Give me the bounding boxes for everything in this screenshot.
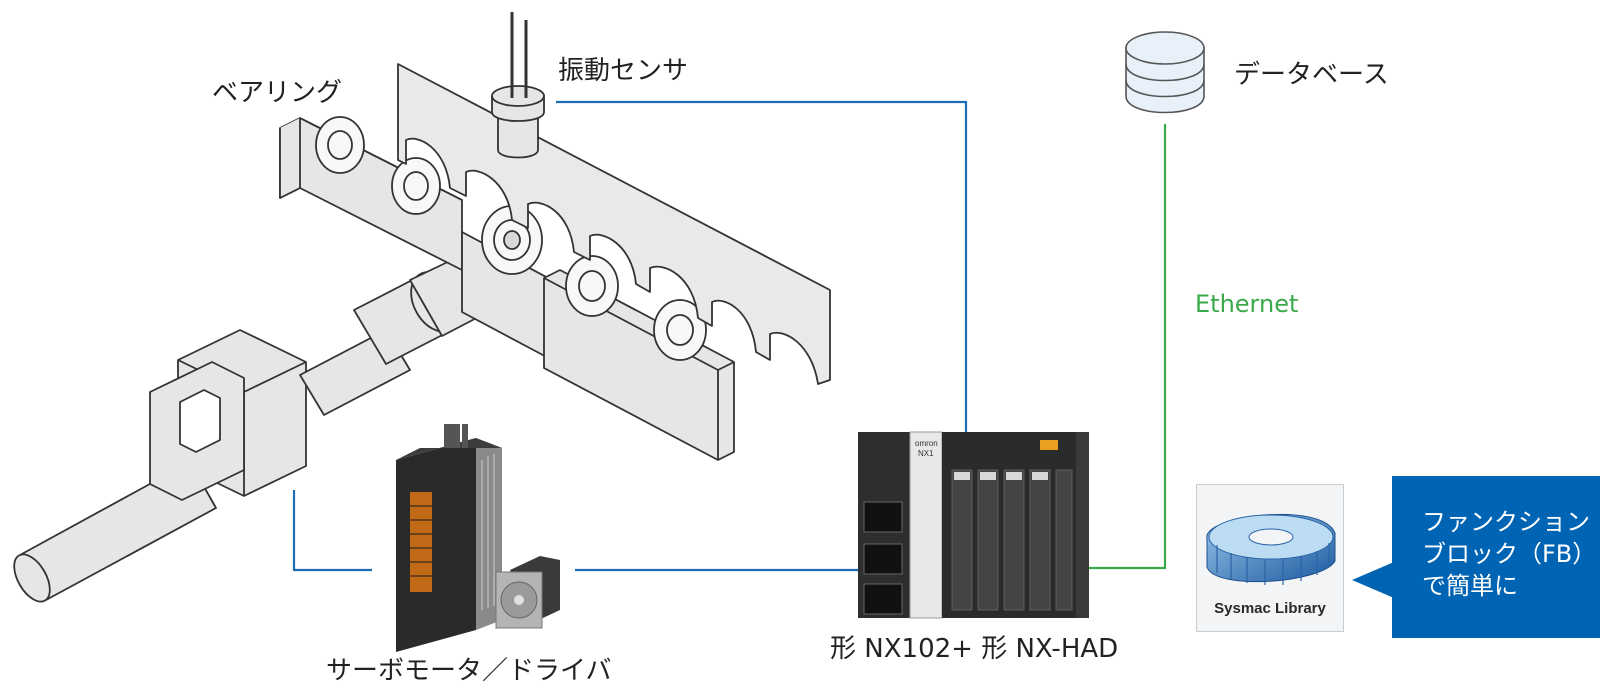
callout-line-3: で簡単に — [1422, 572, 1518, 600]
sysmac-library-text: Sysmac Library — [1214, 600, 1326, 617]
servo-drive-image — [396, 424, 502, 652]
sensor-to-controller-line — [556, 100, 968, 432]
vibration-sensor-label: 振動センサ — [558, 56, 689, 86]
servo-feedback-line — [292, 490, 372, 572]
servo-motor-image — [495, 556, 560, 629]
database-label: データベース — [1234, 60, 1389, 90]
bearing-set — [315, 116, 707, 361]
bearing-label: ベアリング — [212, 78, 343, 108]
callout-pointer — [1352, 562, 1394, 598]
ethernet-label: Ethernet — [1195, 290, 1299, 318]
callout-line-1: ファンクション — [1422, 508, 1590, 536]
ethernet-line — [1089, 124, 1167, 570]
fb-callout: ファンクション ブロック（FB） で簡単に — [1392, 476, 1600, 638]
device-brand-text: omron — [915, 439, 938, 448]
connection-lines — [292, 100, 1167, 572]
sysmac-library-tile: Sysmac Library — [1196, 484, 1344, 632]
database-icon — [1125, 31, 1205, 114]
controller-label: 形 NX102+ 形 NX-HAD — [830, 634, 1119, 664]
device-model-text: NX1 — [918, 449, 934, 458]
gear-icon — [1206, 513, 1336, 585]
servo-label: サーボモータ／ドライバ — [326, 656, 612, 686]
controller-image: omron NX1 — [858, 431, 1089, 619]
callout-line-2: ブロック（FB） — [1422, 540, 1597, 568]
machine-illustration — [13, 12, 831, 603]
